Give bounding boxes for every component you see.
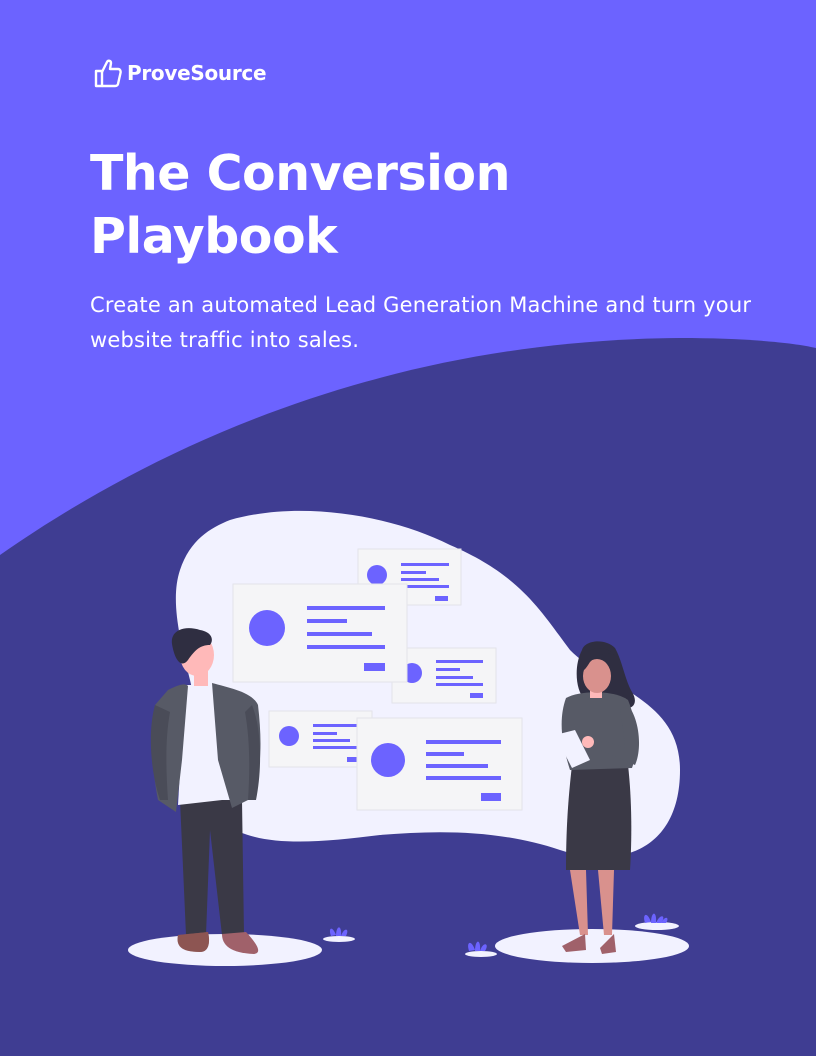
brand-name: ProveSource: [127, 61, 267, 85]
plant-base-1: [323, 936, 355, 942]
page-title: The Conversion Playbook: [90, 145, 510, 265]
plant-2: [468, 941, 487, 951]
plant-1: [329, 927, 348, 936]
floor-shadow-right: [495, 929, 689, 963]
page-subtitle: Create an automated Lead Generation Mach…: [90, 293, 752, 352]
profile-card-top: [357, 548, 462, 606]
profile-card-large: [232, 583, 408, 683]
provesource-logo: ProveSource: [94, 58, 267, 88]
profile-card-middle-right: [391, 647, 497, 704]
profile-card-bottom: [356, 717, 523, 811]
man-figure: [150, 628, 261, 954]
profile-card-lower-left: [268, 710, 373, 768]
plant-base-2: [465, 951, 497, 957]
plant-3: [644, 913, 668, 923]
thumbs-up-icon: [94, 58, 122, 88]
plant-base-3: [635, 922, 679, 930]
floor-shadow-left: [128, 934, 322, 966]
woman-figure: [555, 641, 640, 954]
